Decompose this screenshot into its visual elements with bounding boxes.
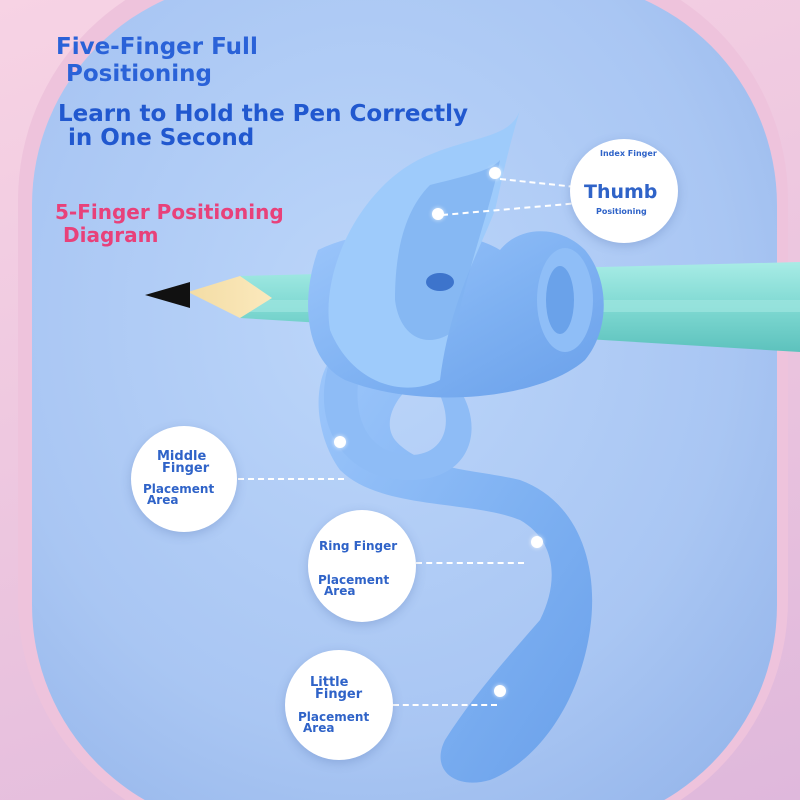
little-marker	[494, 685, 506, 697]
middle-finger-loop	[323, 360, 472, 480]
thumb-callout-top: Index Finger	[600, 149, 657, 158]
little-callout-line-4: Area	[303, 721, 335, 735]
middle-marker	[334, 436, 346, 448]
pencil-tip	[145, 282, 190, 308]
headline-line-2: Positioning	[66, 61, 213, 87]
middle-connector	[238, 478, 344, 480]
thumb-callout-sub: Positioning	[596, 207, 647, 216]
pencil-wood	[188, 276, 272, 318]
diagram-title-line-2: Diagram	[63, 223, 159, 247]
middle-callout-line-3: Placement	[143, 482, 215, 496]
ring-callout-line-1: Ring Finger	[319, 539, 398, 553]
ring-callout-line-3: Area	[324, 584, 356, 598]
headline-line-4: in One Second	[68, 125, 255, 151]
pencil-hole	[426, 273, 454, 291]
ring-marker	[531, 536, 543, 548]
headline-line-1: Five-Finger Full	[56, 34, 258, 60]
index-marker	[432, 208, 444, 220]
ring-connector	[416, 562, 524, 564]
thumb-marker	[489, 167, 501, 179]
little-callout-line-2: Finger	[315, 687, 363, 702]
diagram-title-line-1: 5-Finger Positioning	[55, 200, 284, 224]
little-callout-line-1: Little	[310, 675, 349, 690]
middle-callout-line-2: Finger	[162, 461, 210, 476]
headline-line-3: Learn to Hold the Pen Correctly	[58, 101, 468, 127]
thumb-callout-main: Thumb	[584, 181, 658, 203]
little-finger-callout: Little Finger Placement Area	[285, 650, 393, 760]
middle-finger-callout: Middle Finger Placement Area	[131, 426, 237, 532]
little-callout-line-3: Placement	[298, 710, 370, 724]
ring-finger-callout: Ring Finger Placement Area	[308, 510, 416, 622]
ring-callout-line-2: Placement	[318, 573, 390, 587]
middle-callout-line-4: Area	[147, 493, 179, 507]
little-connector	[393, 704, 497, 706]
middle-callout-line-1: Middle	[157, 449, 207, 464]
thumb-callout: Index Finger Thumb Positioning	[570, 139, 678, 243]
